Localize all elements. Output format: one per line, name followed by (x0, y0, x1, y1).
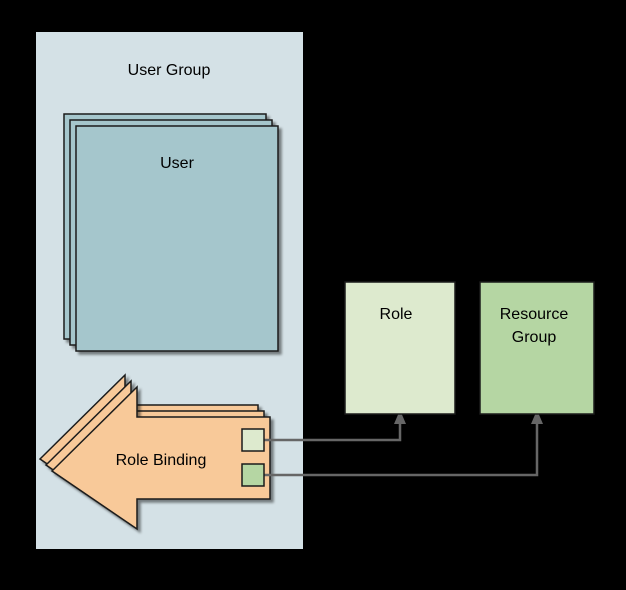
user-group-label: User Group (128, 62, 211, 79)
role-node[interactable]: Role (344, 281, 456, 415)
resource-group-node[interactable]: Resource Group (479, 281, 595, 415)
role-binding-front[interactable] (50, 385, 271, 531)
resource-group-port-icon[interactable] (241, 463, 265, 487)
resource-group-label-line1: Resource (500, 306, 569, 323)
role-binding-stack[interactable]: Role Binding (38, 373, 271, 531)
user-card-front[interactable] (75, 125, 279, 352)
arrowhead-resource-group (531, 410, 543, 424)
user-label: User (160, 155, 194, 172)
role-label: Role (380, 306, 413, 323)
edge-role-binding-to-role (264, 422, 402, 442)
arrowhead-role (394, 410, 406, 424)
edge-role-binding-to-resource-group (264, 422, 539, 477)
role-port-icon[interactable] (241, 428, 265, 452)
role-binding-label: Role Binding (116, 452, 207, 469)
resource-group-label-line2: Group (512, 329, 557, 346)
role-box[interactable] (344, 281, 456, 415)
user-card-stack[interactable]: User (63, 113, 279, 352)
connectors (264, 422, 539, 477)
resource-group-box[interactable] (479, 281, 595, 415)
